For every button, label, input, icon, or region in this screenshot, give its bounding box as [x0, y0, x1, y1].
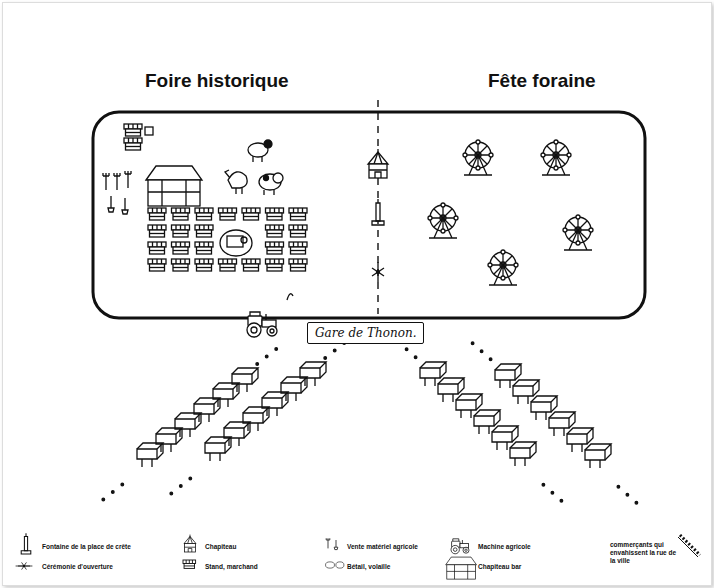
legend-text: Cérémonie d'ouverture — [42, 563, 162, 571]
opening-ribbon — [372, 262, 384, 282]
legend-text: Chapiteau bar — [478, 563, 588, 571]
livestock — [225, 140, 283, 195]
stand-grid — [148, 208, 307, 271]
big-top — [368, 149, 388, 178]
section-heading: Fête foraine — [488, 70, 596, 92]
fountain — [372, 199, 384, 225]
station-box: Gare de Thonon. — [307, 322, 424, 344]
bar-tent — [146, 166, 202, 206]
tractor-smoke — [287, 294, 293, 300]
legend-text: Chapiteau — [205, 543, 305, 551]
farm-tools — [103, 171, 131, 214]
legend-text: Machine agricole — [478, 543, 588, 551]
legend-text: Fontaine de la place de crête — [42, 543, 162, 551]
legend-text: Bétail, volaille — [347, 563, 447, 571]
legend-icons — [16, 533, 700, 579]
section-heading: Foire historique — [145, 70, 289, 92]
station-label: Gare de Thonon. — [315, 326, 416, 340]
ferris-wheels — [428, 140, 593, 285]
fairground-outline — [93, 112, 645, 318]
legend-text: Stand, marchand — [205, 563, 305, 571]
fairground-area: Foire historique Fête foraine — [93, 60, 645, 318]
street-stalls — [102, 340, 638, 504]
legend-text: commerçants qui envahissent la rue de la… — [610, 541, 680, 565]
legend-text: Vente matériel agricole — [347, 543, 447, 551]
market-stand-top — [124, 124, 153, 150]
tractor — [247, 312, 277, 337]
livestock-pen — [220, 230, 252, 256]
